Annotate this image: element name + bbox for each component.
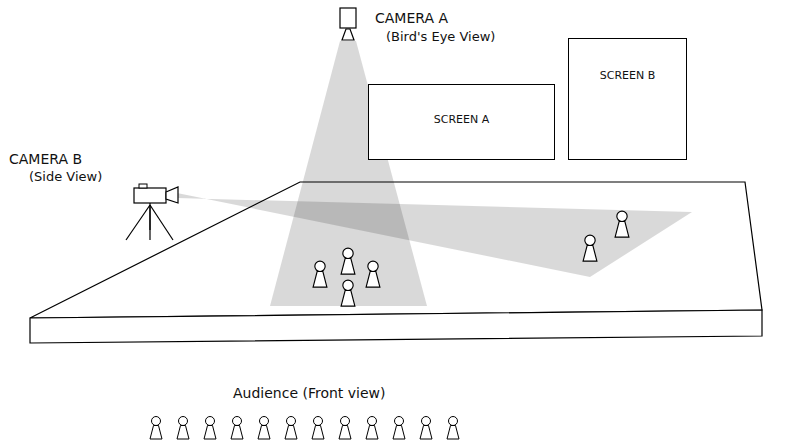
audience-label: Audience (Front view) — [233, 385, 386, 401]
audience-member — [177, 417, 189, 440]
performer — [615, 211, 629, 237]
performer — [341, 248, 355, 274]
performer — [341, 280, 355, 306]
stage-front — [30, 310, 762, 343]
camera-body — [340, 8, 356, 28]
audience-member — [339, 417, 351, 440]
performer — [366, 261, 380, 287]
camera-lens — [342, 29, 354, 40]
audience-member — [204, 417, 216, 440]
performer — [583, 235, 597, 261]
audience-member — [393, 417, 405, 440]
performer — [313, 261, 327, 287]
screen-label: SCREEN B — [600, 69, 655, 159]
camera-label: CAMERA A — [375, 10, 448, 26]
view-cone — [270, 41, 427, 306]
screen-box: SCREEN A — [368, 84, 555, 160]
audience-member — [366, 417, 378, 440]
audience-member — [420, 417, 432, 440]
audience-member — [447, 417, 459, 440]
audience-member — [312, 417, 324, 440]
audience-member — [231, 417, 243, 440]
camera-body — [134, 188, 166, 203]
view-cone — [177, 193, 692, 277]
camera-top — [139, 184, 147, 188]
camera-view-label: (Side View) — [29, 169, 102, 184]
audience-member — [258, 417, 270, 440]
tripod-leg — [149, 205, 150, 240]
camera-lens — [166, 187, 178, 203]
camera-view-label: (Bird's Eye View) — [386, 29, 495, 44]
camera-label: CAMERA B — [9, 151, 82, 167]
tripod-leg — [150, 205, 173, 240]
screen-box: SCREEN B — [568, 38, 687, 160]
audience-member — [150, 417, 162, 440]
tripod-leg — [126, 205, 150, 240]
screen-label: SCREEN A — [434, 113, 489, 159]
audience-member — [285, 417, 297, 440]
